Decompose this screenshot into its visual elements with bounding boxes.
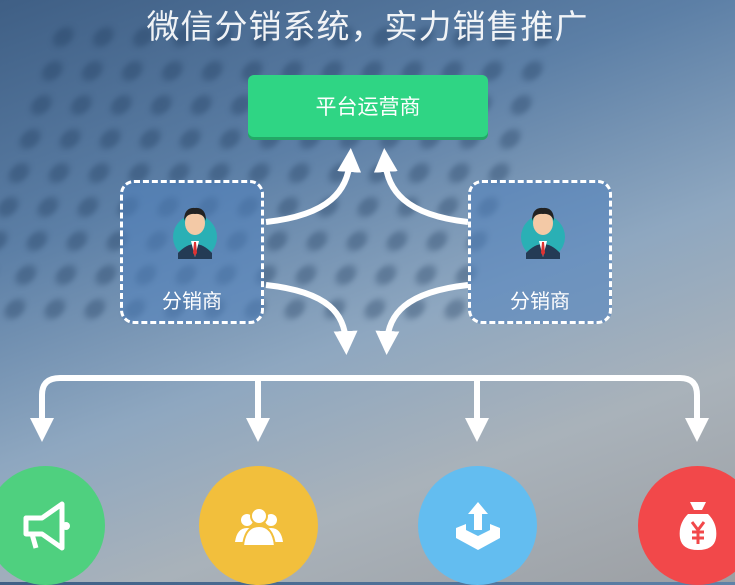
arrow-right-up: [373, 148, 469, 225]
money-bag-icon: [679, 501, 716, 550]
users-icon: [234, 506, 283, 547]
businessman-avatar-icon: [173, 207, 217, 259]
arrow-left-down: [265, 282, 358, 355]
page-title: 微信分销系统，实力销售推广: [146, 7, 589, 46]
distribution-line: [39, 375, 700, 430]
distributor-label: 分销商: [162, 289, 222, 313]
arrow-left-up: [265, 148, 362, 225]
users-circle: [199, 466, 318, 585]
platform-operator-box: 平台运营商: [248, 75, 488, 137]
megaphone-icon: [23, 501, 70, 550]
businessman-avatar-icon: [521, 207, 565, 259]
share-circle: [418, 466, 537, 585]
revenue-circle: [638, 466, 735, 585]
platform-label: 平台运营商: [315, 95, 421, 119]
distributor-box-left: 分销商: [120, 180, 264, 324]
upload-icon: [455, 501, 500, 550]
promotion-circle: [0, 466, 105, 585]
arrow-right-down: [375, 282, 469, 355]
distributor-box-right: 分销商: [468, 180, 612, 324]
distributor-label: 分销商: [510, 289, 570, 313]
